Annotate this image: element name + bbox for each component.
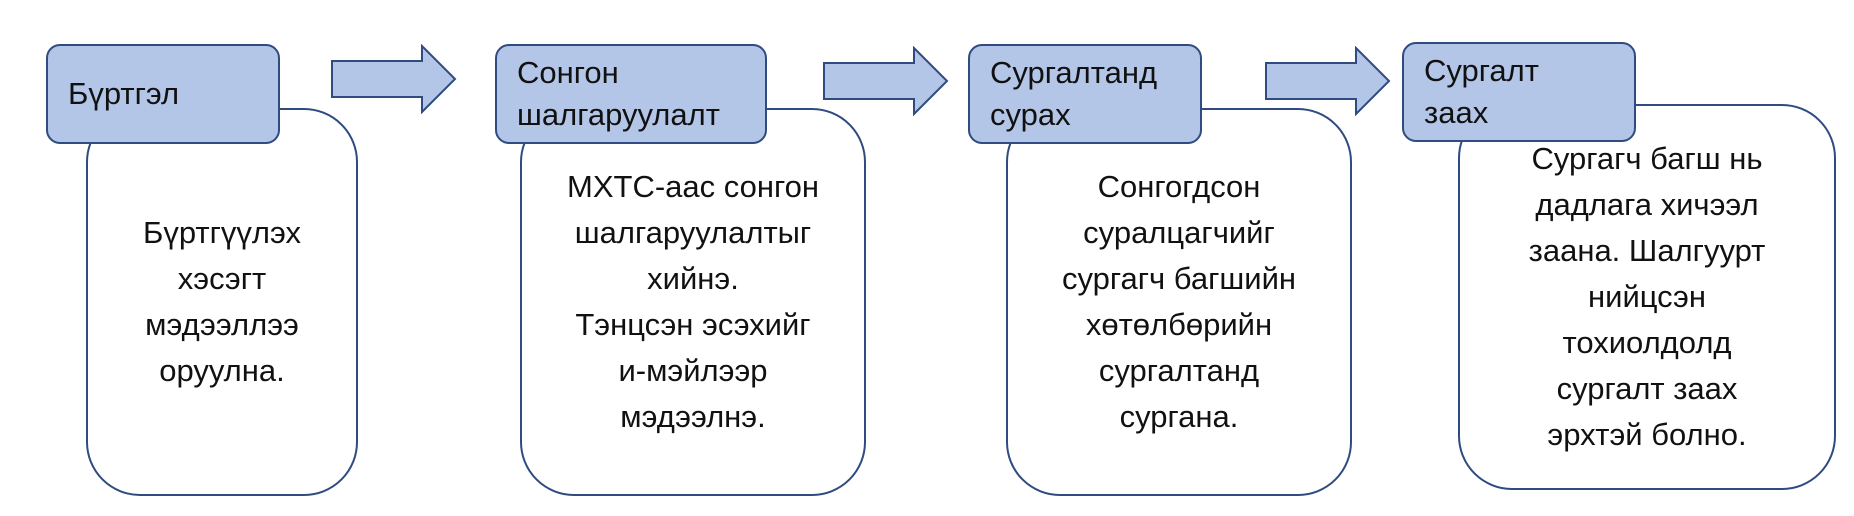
step-3-description-box: Сонгогдсон суралцагчийг сургагч багшийн … [1006, 108, 1352, 496]
step-3-header: Сургалтанд сурах [968, 44, 1202, 144]
step-4-header: Сургалт заах [1402, 42, 1636, 142]
step-2-description: МХТС-аас сонгон шалгаруулалтыг хийнэ. Тэ… [567, 169, 819, 434]
arrow-right-icon [331, 44, 457, 114]
step-4-description-box: Сургагч багш нь дадлага хичээл заана. Ша… [1458, 104, 1836, 490]
step-1-title: Бүртгэл [68, 76, 180, 111]
step-4-description: Сургагч багш нь дадлага хичээл заана. Ша… [1528, 141, 1766, 452]
step-4-title: Сургалт заах [1424, 53, 1539, 130]
step-1-description-box: Бүртгүүлэх хэсэгт мэдээллээ оруулна. [86, 108, 358, 496]
step-1-description: Бүртгүүлэх хэсэгт мэдээллээ оруулна. [143, 215, 301, 388]
arrow-right-icon [823, 46, 949, 116]
step-2-header: Сонгон шалгаруулалт [495, 44, 767, 144]
step-2-title: Сонгон шалгаруулалт [517, 55, 720, 132]
step-3-description: Сонгогдсон суралцагчийг сургагч багшийн … [1061, 169, 1297, 434]
arrow-right-icon [1265, 46, 1391, 116]
step-1-header: Бүртгэл [46, 44, 280, 144]
step-3-title: Сургалтанд сурах [990, 55, 1158, 132]
step-2-description-box: МХТС-аас сонгон шалгаруулалтыг хийнэ. Тэ… [520, 108, 866, 496]
